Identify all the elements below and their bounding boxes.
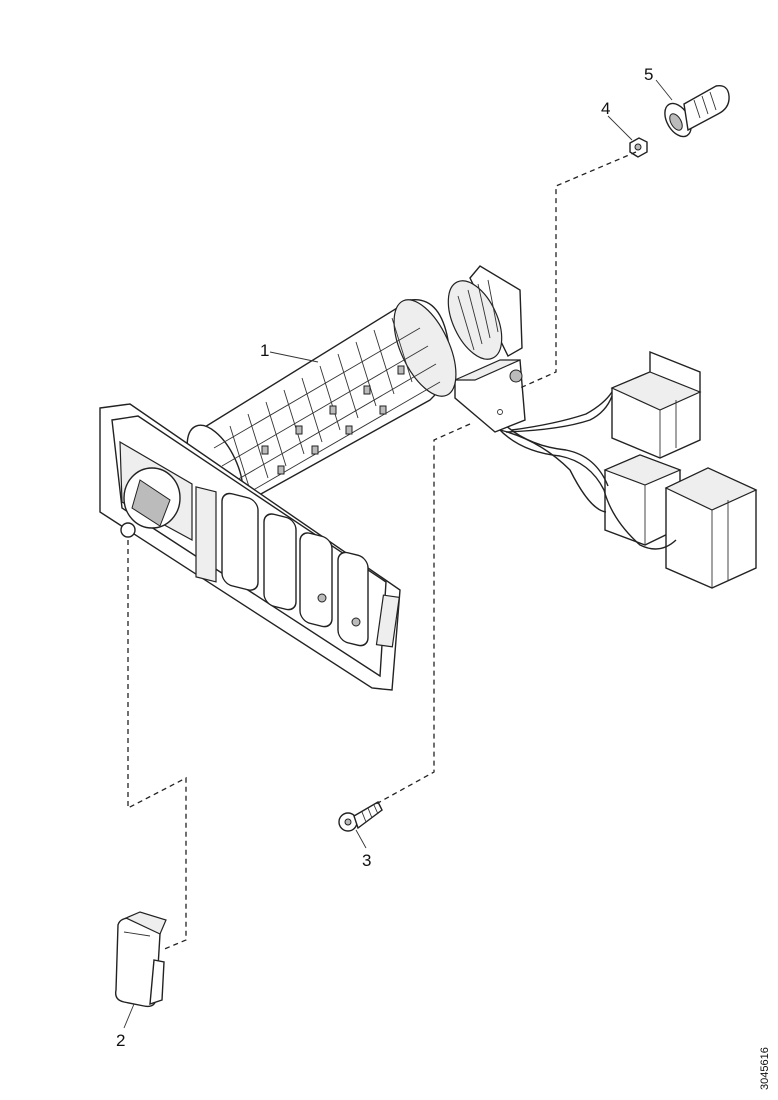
callout-2: 2 — [116, 1031, 125, 1050]
knob-cap-part-2 — [114, 911, 167, 1008]
switch-faces — [195, 486, 369, 647]
leader-lines — [123, 79, 673, 1029]
callout-5: 5 — [644, 65, 653, 84]
switch-barrel-part-1 — [186, 299, 457, 512]
front-panel — [99, 403, 401, 691]
callout-4: 4 — [601, 99, 610, 118]
rear-bracket — [447, 265, 526, 433]
assembly-lines — [127, 151, 637, 951]
bolt-part-5 — [664, 85, 730, 138]
callout-3: 3 — [362, 851, 371, 870]
reference-number: 3045616 — [759, 1047, 771, 1090]
wiring — [497, 391, 677, 550]
callout-1: 1 — [260, 341, 269, 360]
screw-part-3 — [338, 801, 383, 832]
relay-blocks — [603, 350, 758, 589]
